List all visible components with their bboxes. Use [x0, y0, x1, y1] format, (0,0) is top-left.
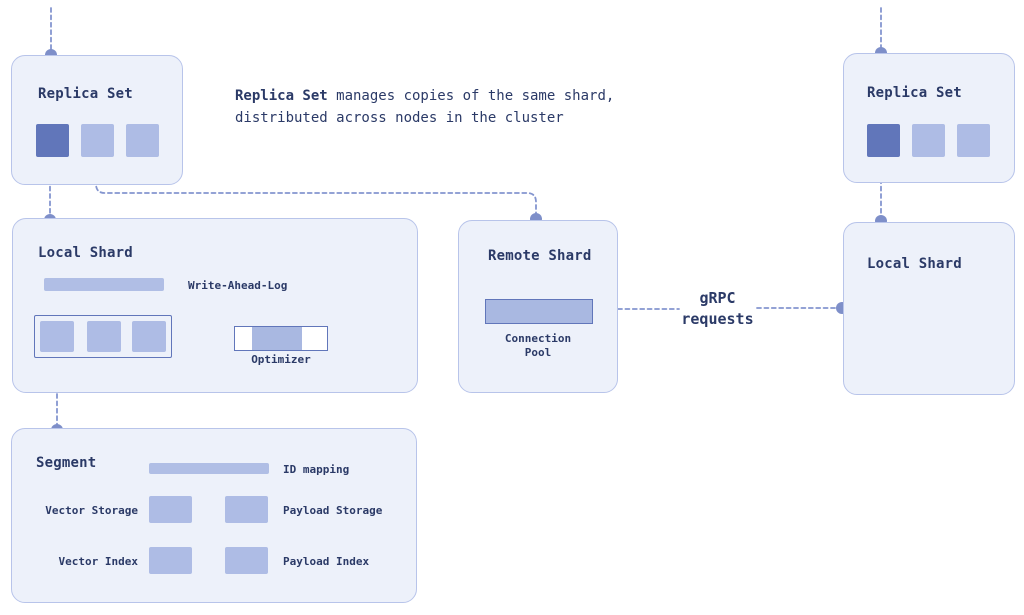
annotation-lead: Replica Set	[235, 88, 328, 104]
connection-pool-label-line1: Connection	[504, 332, 572, 345]
payload-index-rect	[225, 547, 268, 574]
optimizer-gauge	[234, 326, 328, 351]
local-shard-right-node: Local Shard	[843, 222, 1015, 395]
replica-set-right-node: Replica Set	[843, 53, 1015, 183]
write-ahead-log-label: Write-Ahead-Log	[188, 279, 288, 292]
remote-shard-title: Remote Shard	[488, 248, 592, 264]
local-shard-left-node: Local Shard Write-Ahead-Log Optimizer	[12, 218, 418, 393]
replica-set-left-title: Replica Set	[38, 86, 133, 102]
vector-storage-rect	[149, 496, 192, 523]
grpc-label-line1: gRPC	[699, 289, 736, 307]
replica-square	[81, 124, 114, 157]
connection-pool-label-line2: Pool	[524, 346, 552, 359]
grpc-requests-label: gRPC requests	[655, 288, 780, 330]
segment-title: Segment	[36, 455, 97, 471]
segments-container	[34, 315, 172, 358]
local-shard-right-title: Local Shard	[867, 256, 962, 272]
connector-line	[95, 156, 537, 214]
payload-storage-label: Payload Storage	[283, 504, 383, 517]
replica-set-right-title: Replica Set	[867, 85, 962, 101]
vector-index-label: Vector Index	[58, 555, 138, 568]
vector-index-rect	[149, 547, 192, 574]
segment-square	[40, 321, 74, 352]
replica-square	[126, 124, 159, 157]
vector-storage-label: Vector Storage	[45, 504, 138, 517]
annotation-line1: Replica Set manages copies of the same s…	[235, 85, 614, 107]
replica-square	[957, 124, 990, 157]
replica-primary-square	[36, 124, 69, 157]
replica-primary-square	[867, 124, 900, 157]
id-mapping-label: ID mapping	[283, 463, 350, 476]
id-mapping-bar	[149, 463, 269, 474]
write-ahead-log-bar	[44, 278, 164, 291]
replica-square	[912, 124, 945, 157]
annotation-text: Replica Set manages copies of the same s…	[235, 85, 614, 129]
payload-index-label: Payload Index	[283, 555, 370, 568]
local-shard-left-title: Local Shard	[38, 245, 133, 261]
segment-square	[87, 321, 121, 352]
grpc-label-line2: requests	[681, 310, 754, 328]
optimizer-gauge-fill	[252, 327, 302, 350]
segment-square	[132, 321, 166, 352]
annotation-line2: distributed across nodes in the cluster	[235, 110, 564, 126]
annotation-rest: manages copies of the same shard,	[327, 88, 615, 104]
replica-set-left-node: Replica Set	[11, 55, 183, 185]
payload-storage-rect	[225, 496, 268, 523]
connection-pool-bar	[485, 299, 593, 324]
segment-node: Segment ID mapping Vector Storage Payloa…	[11, 428, 417, 603]
optimizer-label: Optimizer	[251, 353, 311, 366]
